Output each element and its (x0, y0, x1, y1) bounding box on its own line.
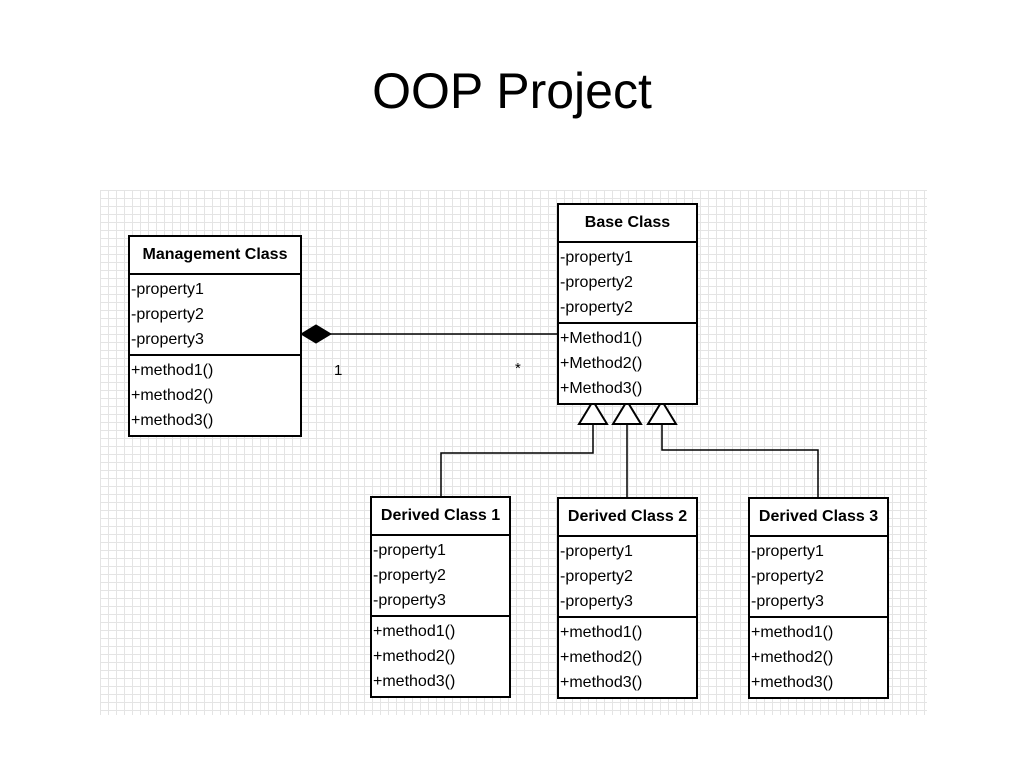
class-properties: -property1 -property2 -property2 (559, 243, 696, 324)
source-multiplicity: 1 (334, 362, 343, 379)
property: -property1 (373, 542, 446, 559)
target-multiplicity: * (515, 360, 521, 377)
method: +method2() (751, 649, 834, 666)
class-properties: -property1 -property2 -property3 (372, 536, 509, 617)
page-title: OOP Project (372, 63, 652, 119)
inheritance-triangle-icon (577, 399, 609, 425)
property: -property2 (131, 306, 204, 323)
class-properties: -property1 -property2 -property3 (750, 537, 887, 618)
property: -property1 (131, 281, 204, 298)
method: +method2() (560, 649, 643, 666)
method: +method3() (560, 674, 643, 691)
method: +method1() (373, 623, 456, 640)
property: -property3 (751, 593, 824, 610)
class-box-base[interactable]: Base Class -property1 -property2 -proper… (557, 203, 698, 405)
method: +Method2() (560, 355, 643, 372)
property: -property2 (560, 568, 633, 585)
class-methods: +method1() +method2() +method3() (750, 618, 887, 697)
property: -property1 (560, 249, 633, 266)
class-box-management[interactable]: Management Class -property1 -property2 -… (128, 235, 302, 437)
inheritance-line-derived1 (440, 424, 594, 497)
class-properties: -property1 -property2 -property3 (130, 275, 300, 356)
property: -property2 (751, 568, 824, 585)
inheritance-triangle-icon (611, 399, 643, 425)
class-name: Management Class (130, 237, 300, 275)
composition-diamond-icon (300, 324, 332, 344)
property: -property1 (560, 543, 633, 560)
method: +method2() (373, 648, 456, 665)
method: +method2() (131, 387, 214, 404)
class-properties: -property1 -property2 -property3 (559, 537, 696, 618)
class-methods: +Method1() +Method2() +Method3() (559, 324, 696, 403)
class-methods: +method1() +method2() +method3() (559, 618, 696, 697)
method: +Method3() (560, 380, 643, 397)
class-name: Base Class (559, 205, 696, 243)
inheritance-triangle-icon (646, 399, 678, 425)
class-name: Derived Class 3 (750, 499, 887, 537)
class-methods: +method1() +method2() +method3() (372, 617, 509, 696)
inheritance-line-derived3 (661, 424, 819, 497)
class-methods: +method1() +method2() +method3() (130, 356, 300, 435)
class-box-derived1[interactable]: Derived Class 1 -property1 -property2 -p… (370, 496, 511, 698)
property: -property2 (560, 299, 633, 316)
class-box-derived3[interactable]: Derived Class 3 -property1 -property2 -p… (748, 497, 889, 699)
method: +method1() (560, 624, 643, 641)
property: -property2 (373, 567, 446, 584)
method: +method3() (751, 674, 834, 691)
property: -property2 (560, 274, 633, 291)
method: +Method1() (560, 330, 643, 347)
class-name: Derived Class 1 (372, 498, 509, 536)
property: -property3 (560, 593, 633, 610)
class-name: Derived Class 2 (559, 499, 696, 537)
property: -property3 (131, 331, 204, 348)
method: +method1() (751, 624, 834, 641)
method: +method3() (131, 412, 214, 429)
method: +method3() (373, 673, 456, 690)
class-box-derived2[interactable]: Derived Class 2 -property1 -property2 -p… (557, 497, 698, 699)
property: -property1 (751, 543, 824, 560)
method: +method1() (131, 362, 214, 379)
property: -property3 (373, 592, 446, 609)
